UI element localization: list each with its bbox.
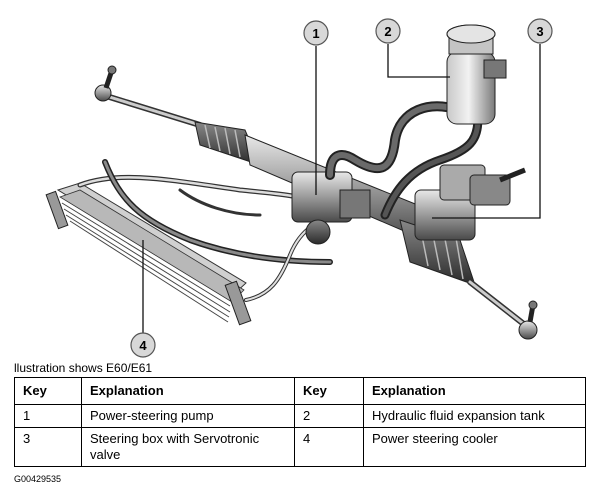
table-row: 1 Power-steering pump 2 Hydraulic fluid … [14,404,586,428]
steering-box-servotronic [414,164,526,241]
header-explanation-1: Explanation [81,377,295,405]
hydraulic-fluid-expansion-tank [446,24,507,125]
callout-1: 1 [303,20,329,46]
leader-lines [142,44,541,333]
callout-3: 3 [527,18,553,44]
table-cell: Power steering cooler [363,427,586,467]
table-cell: 2 [294,404,364,428]
power-steering-illustration: 1 2 3 4 [45,18,553,358]
illustration-caption: llustration shows E60/E61 [14,361,153,375]
callout-4: 4 [130,332,156,358]
callout-2-label: 2 [384,24,391,39]
figure-id: G00429535 [14,474,62,484]
table-cell: Hydraulic fluid expansion tank [363,404,586,428]
table-cell: 4 [294,427,364,467]
reservoir-hoses [325,101,483,220]
key-table: Key Explanation Key Explanation 1 Power-… [14,377,586,467]
table-cell: 1 [14,404,82,428]
header-explanation-2: Explanation [363,377,586,405]
table-cell: Power-steering pump [81,404,295,428]
table-row: 3 Steering box with Servotronic valve 4 … [14,427,586,467]
power-steering-cooler [45,182,252,326]
power-steering-pump [291,171,371,245]
table-cell: Steering box with Servotronic valve [81,427,295,467]
header-key-2: Key [294,377,364,405]
table-cell: 3 [14,427,82,467]
callout-1-label: 1 [312,26,319,41]
callout-3-label: 3 [536,24,543,39]
table-header-row: Key Explanation Key Explanation [14,377,586,405]
callout-4-label: 4 [139,338,147,353]
header-key-1: Key [14,377,82,405]
callout-2: 2 [375,18,401,44]
